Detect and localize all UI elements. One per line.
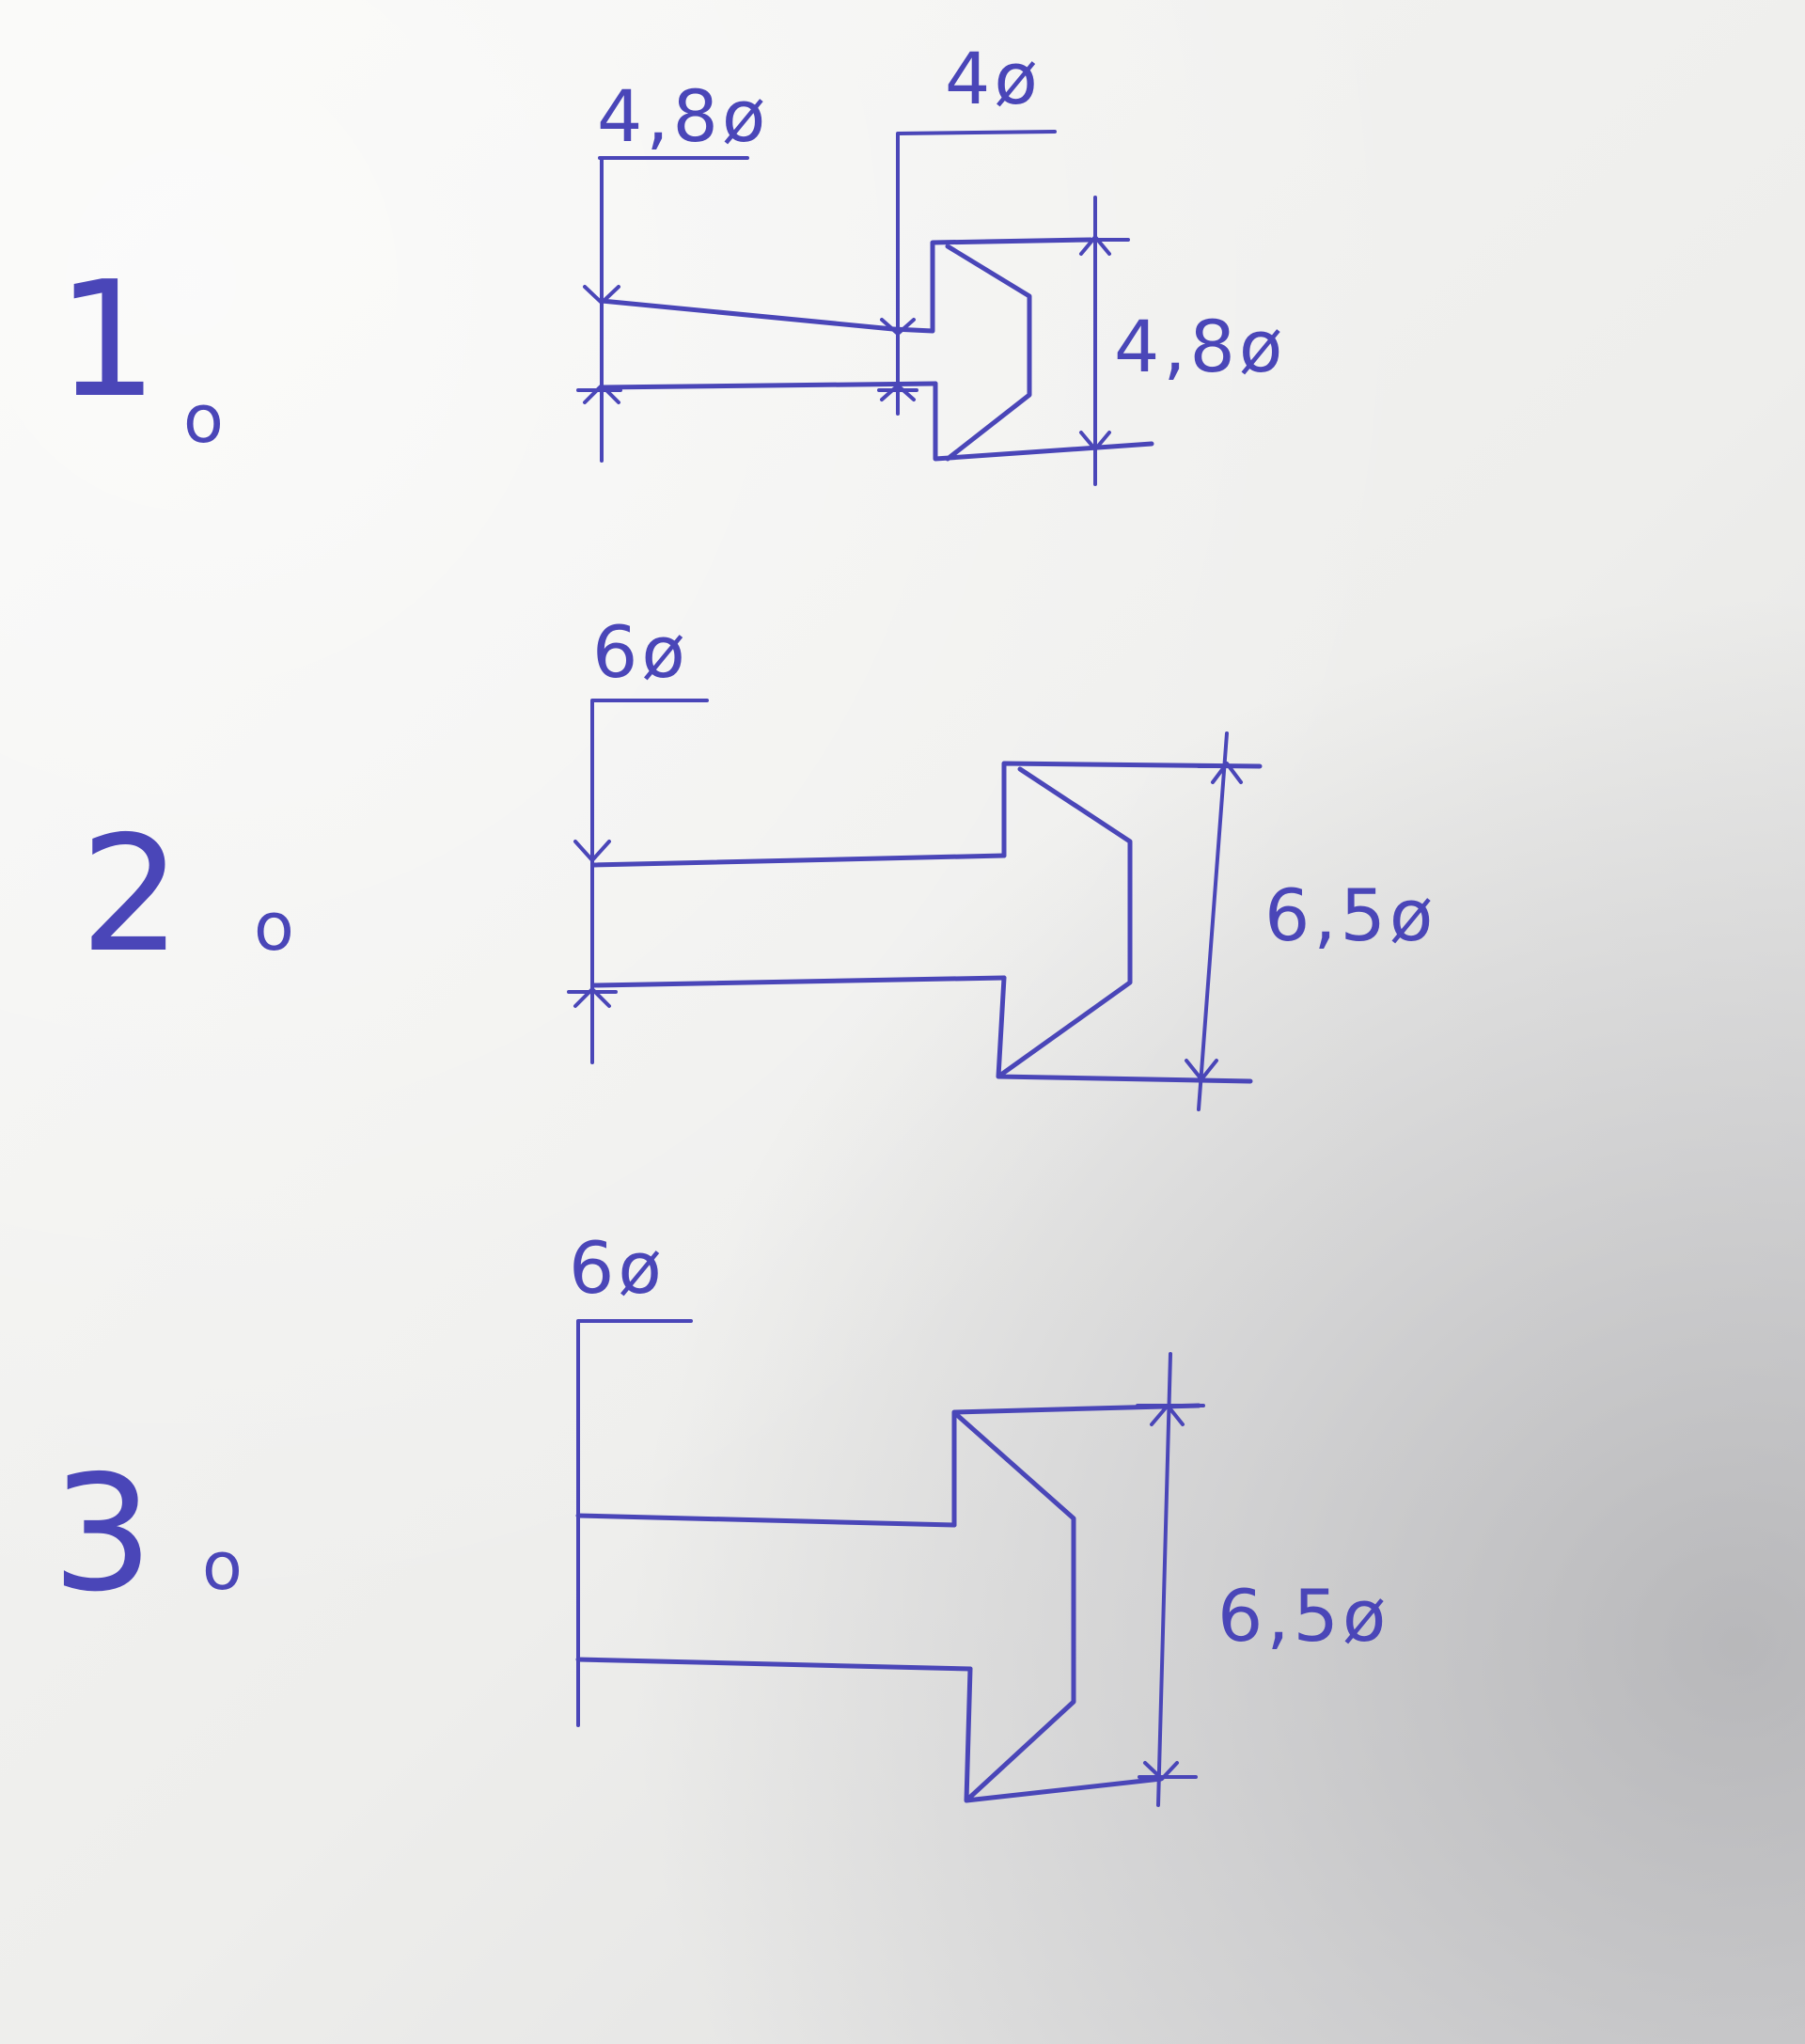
figure-2-dim-left — [567, 699, 709, 1064]
figure-1-dim-left — [576, 156, 749, 463]
figure-3-dim-left — [576, 1319, 693, 1727]
figure-3-dim-label-2: 6,5ø — [1217, 1574, 1389, 1658]
figure-1-dim-middle — [877, 130, 1057, 416]
figure-3-dim-label-1: 6ø — [569, 1226, 666, 1310]
figure-2-head — [996, 761, 1263, 1084]
figure-1-shaft-bottom — [599, 381, 938, 390]
figure-3-marker: o — [202, 1528, 243, 1605]
figure-3-shaft-bottom — [575, 1657, 973, 1672]
figure-2-marker: o — [254, 888, 294, 966]
figure-1-dim-right — [1075, 196, 1130, 486]
figure-1: 1 o 4,8ø 4ø 4,8ø — [56, 37, 1286, 486]
figure-1-marker: o — [183, 381, 224, 458]
figure-1-dim-label-2: 4ø — [945, 37, 1042, 120]
figure-2: 2 o 6ø 6,5ø — [80, 610, 1436, 1111]
figure-1-dim-label-1: 4,8ø — [597, 74, 769, 158]
figure-2-dim-label-1: 6ø — [592, 610, 689, 694]
figure-3-number: 3 — [52, 1441, 153, 1627]
figure-1-number: 1 — [56, 247, 158, 433]
figure-2-number: 2 — [80, 802, 181, 988]
figure-3-dim-right — [1136, 1352, 1205, 1807]
figure-1-dim-label-3: 4,8ø — [1114, 305, 1286, 388]
figure-3-shaft-top — [575, 1513, 957, 1528]
figure-2-dim-label-2: 6,5ø — [1264, 873, 1436, 957]
figure-1-shaft-top — [599, 298, 896, 332]
figure-3-head — [951, 1403, 1201, 1803]
figure-2-shaft-bottom — [591, 975, 1007, 988]
figure-1-head — [890, 237, 1154, 462]
figure-3: 3 o 6ø 6,5ø — [52, 1226, 1389, 1807]
figure-2-shaft-top — [591, 853, 1007, 868]
figure-2-dim-right — [1185, 731, 1248, 1111]
